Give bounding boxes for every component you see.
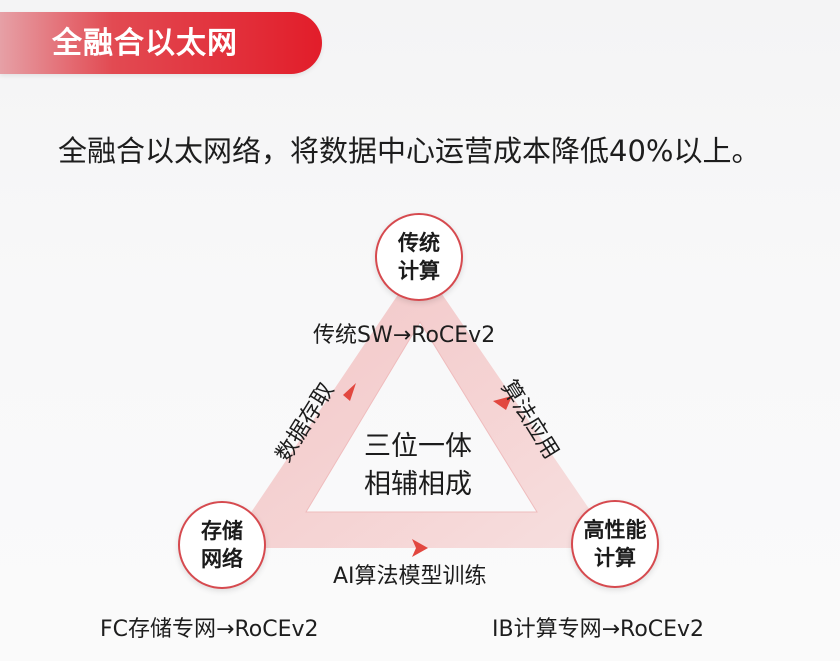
caption-right: IB计算专网→RoCEv2 (492, 617, 705, 642)
caption-top: 传统SW→RoCEv2 (313, 323, 496, 348)
node-traditional-computing: 传统 计算 (375, 213, 463, 301)
arrow-left-edge (343, 383, 356, 401)
center-line-1: 三位一体 (364, 431, 472, 462)
title-banner (0, 12, 322, 74)
edge-label-bottom: AI算法模型训练 (333, 564, 487, 589)
center-text: 三位一体 相辅相成 (348, 428, 488, 504)
center-line-2: 相辅相成 (364, 469, 472, 500)
arrow-bottom-edge (412, 539, 428, 557)
caption-left: FC存储专网→RoCEv2 (100, 617, 319, 642)
arrow-right-edge (493, 396, 512, 410)
subtitle-text: 全融合以太网络，将数据中心运营成本降低40%以上。 (58, 134, 761, 168)
triangle-inner-edge (305, 321, 538, 513)
node-hpc: 高性能 计算 (571, 500, 659, 588)
page-title: 全融合以太网 (52, 26, 238, 61)
triangle-band (227, 262, 616, 548)
node-storage-network: 存储 网络 (178, 501, 266, 589)
